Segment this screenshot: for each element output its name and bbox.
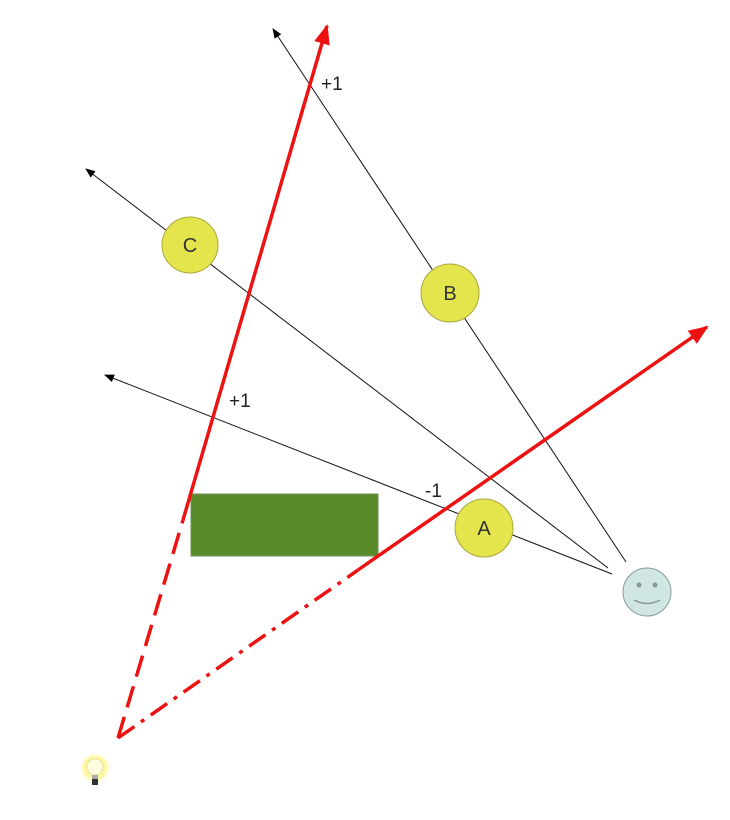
node-c: C [161, 216, 219, 274]
sight-line-a [104, 374, 613, 575]
node-b: B [420, 263, 480, 323]
label-top-plus: +1 [321, 74, 343, 95]
light-ray-left [181, 24, 330, 521]
node-a-label: A [477, 518, 491, 540]
lightbulb-icon [80, 753, 110, 785]
smiley-face-icon [622, 567, 672, 617]
label-minus: -1 [425, 481, 442, 502]
node-a: A [454, 498, 514, 558]
shadow-ray-right-dashed [116, 568, 360, 740]
light-ray-right [357, 325, 709, 572]
node-c-label: C [183, 235, 197, 257]
obstacle-rect [190, 493, 379, 557]
label-mid-plus: +1 [229, 391, 251, 412]
shadow-ray-left-dashed [116, 519, 185, 739]
node-b-label: B [443, 283, 456, 305]
